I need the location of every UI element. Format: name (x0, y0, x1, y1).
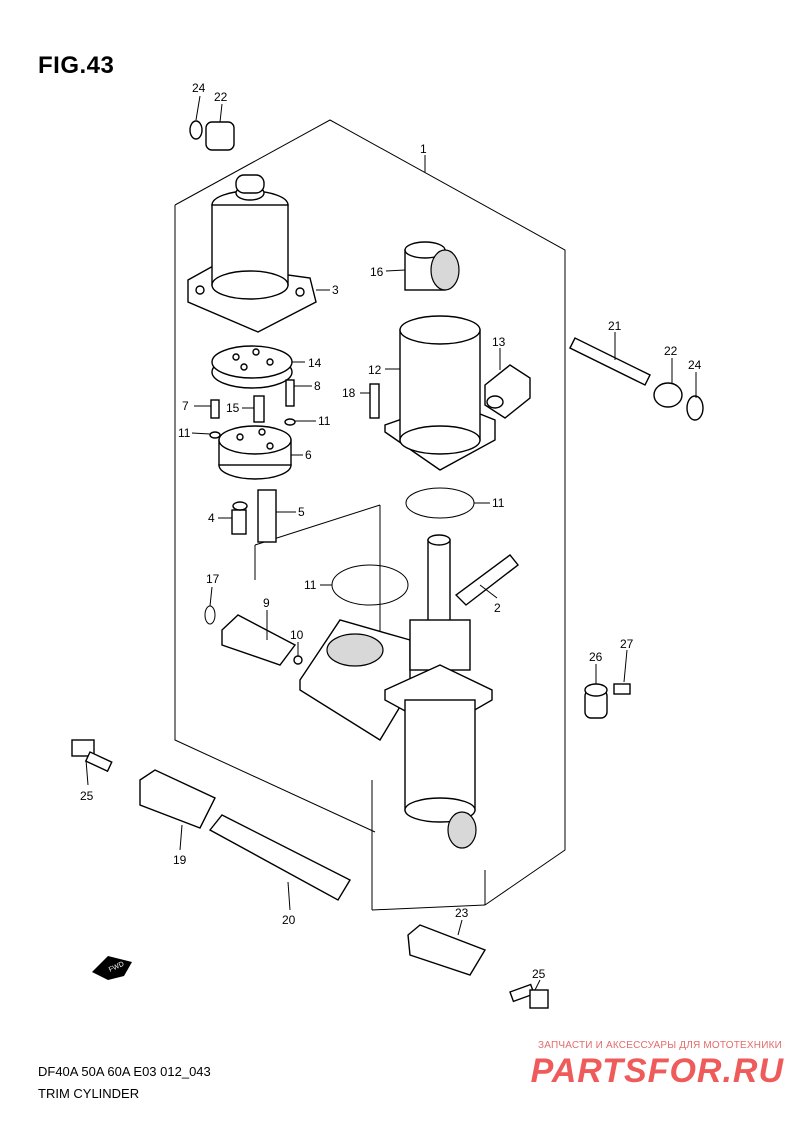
trim-motor (187, 174, 317, 333)
callout-label: 25 (532, 967, 546, 981)
callout-label: 23 (455, 906, 469, 920)
watermark-logo: PARTSFOR.RU (530, 1052, 784, 1090)
callout-label: 11 (318, 414, 331, 428)
callout-label: 11 (304, 578, 317, 592)
callout-label: 22 (664, 344, 678, 358)
callout-label: 2 (494, 601, 501, 615)
callout-label: 18 (342, 386, 356, 400)
small-fasteners (209, 379, 380, 439)
check-valves (231, 489, 277, 543)
cylinder-body (299, 619, 493, 849)
upper-pin (189, 120, 704, 421)
callout-label: 16 (370, 265, 384, 279)
callout-label: 20 (282, 913, 296, 927)
callout-label: 24 (688, 358, 702, 372)
bottom-bolts (71, 739, 549, 1009)
lower-parts (139, 769, 487, 976)
callout-label: 13 (492, 335, 506, 349)
o-rings (331, 487, 475, 606)
pump-disk (211, 345, 293, 389)
fwd-arrow: FWD (92, 956, 132, 980)
callout-label: 5 (298, 505, 305, 519)
reservoir (384, 315, 496, 471)
callout-label: 7 (182, 399, 189, 413)
valve-block (218, 425, 292, 480)
callout-label: 12 (368, 363, 382, 377)
callout-label: 27 (620, 637, 634, 651)
callout-label: 24 (192, 81, 206, 95)
callout-label: 10 (290, 628, 304, 642)
manual-valve (204, 605, 303, 666)
callout-label: 11 (492, 496, 505, 510)
callout-label: 6 (305, 448, 312, 462)
callout-label: 1 (420, 142, 427, 156)
assembly-name: TRIM CYLINDER (38, 1086, 140, 1101)
callout-label: 17 (206, 572, 220, 586)
callout-label: 25 (80, 789, 94, 803)
plug (484, 364, 531, 419)
callout-label: 9 (263, 596, 270, 610)
callout-label: 26 (589, 650, 603, 664)
model-code: DF40A 50A 60A E03 012_043 (38, 1064, 211, 1079)
callout-label: 19 (173, 853, 187, 867)
callout-numbers: 24 22 1 16 3 21 22 24 13 12 14 8 18 7 15… (80, 81, 702, 981)
callout-label: 14 (308, 356, 322, 370)
callout-label: 11 (178, 426, 191, 440)
callout-label: 8 (314, 379, 321, 393)
leader-lines (85, 95, 697, 991)
callout-label: 15 (226, 401, 240, 415)
cushion (584, 683, 631, 719)
watermark-tagline: ЗАПЧАСТИ И АКСЕССУАРЫ ДЛЯ МОТОТЕХНИКИ (537, 1040, 782, 1051)
callout-label: 3 (332, 283, 339, 297)
figure-title: FIG.43 (38, 52, 115, 79)
callout-label: 21 (608, 319, 622, 333)
callout-label: 22 (214, 90, 228, 104)
callout-label: 4 (208, 511, 215, 525)
bushing (404, 241, 460, 291)
